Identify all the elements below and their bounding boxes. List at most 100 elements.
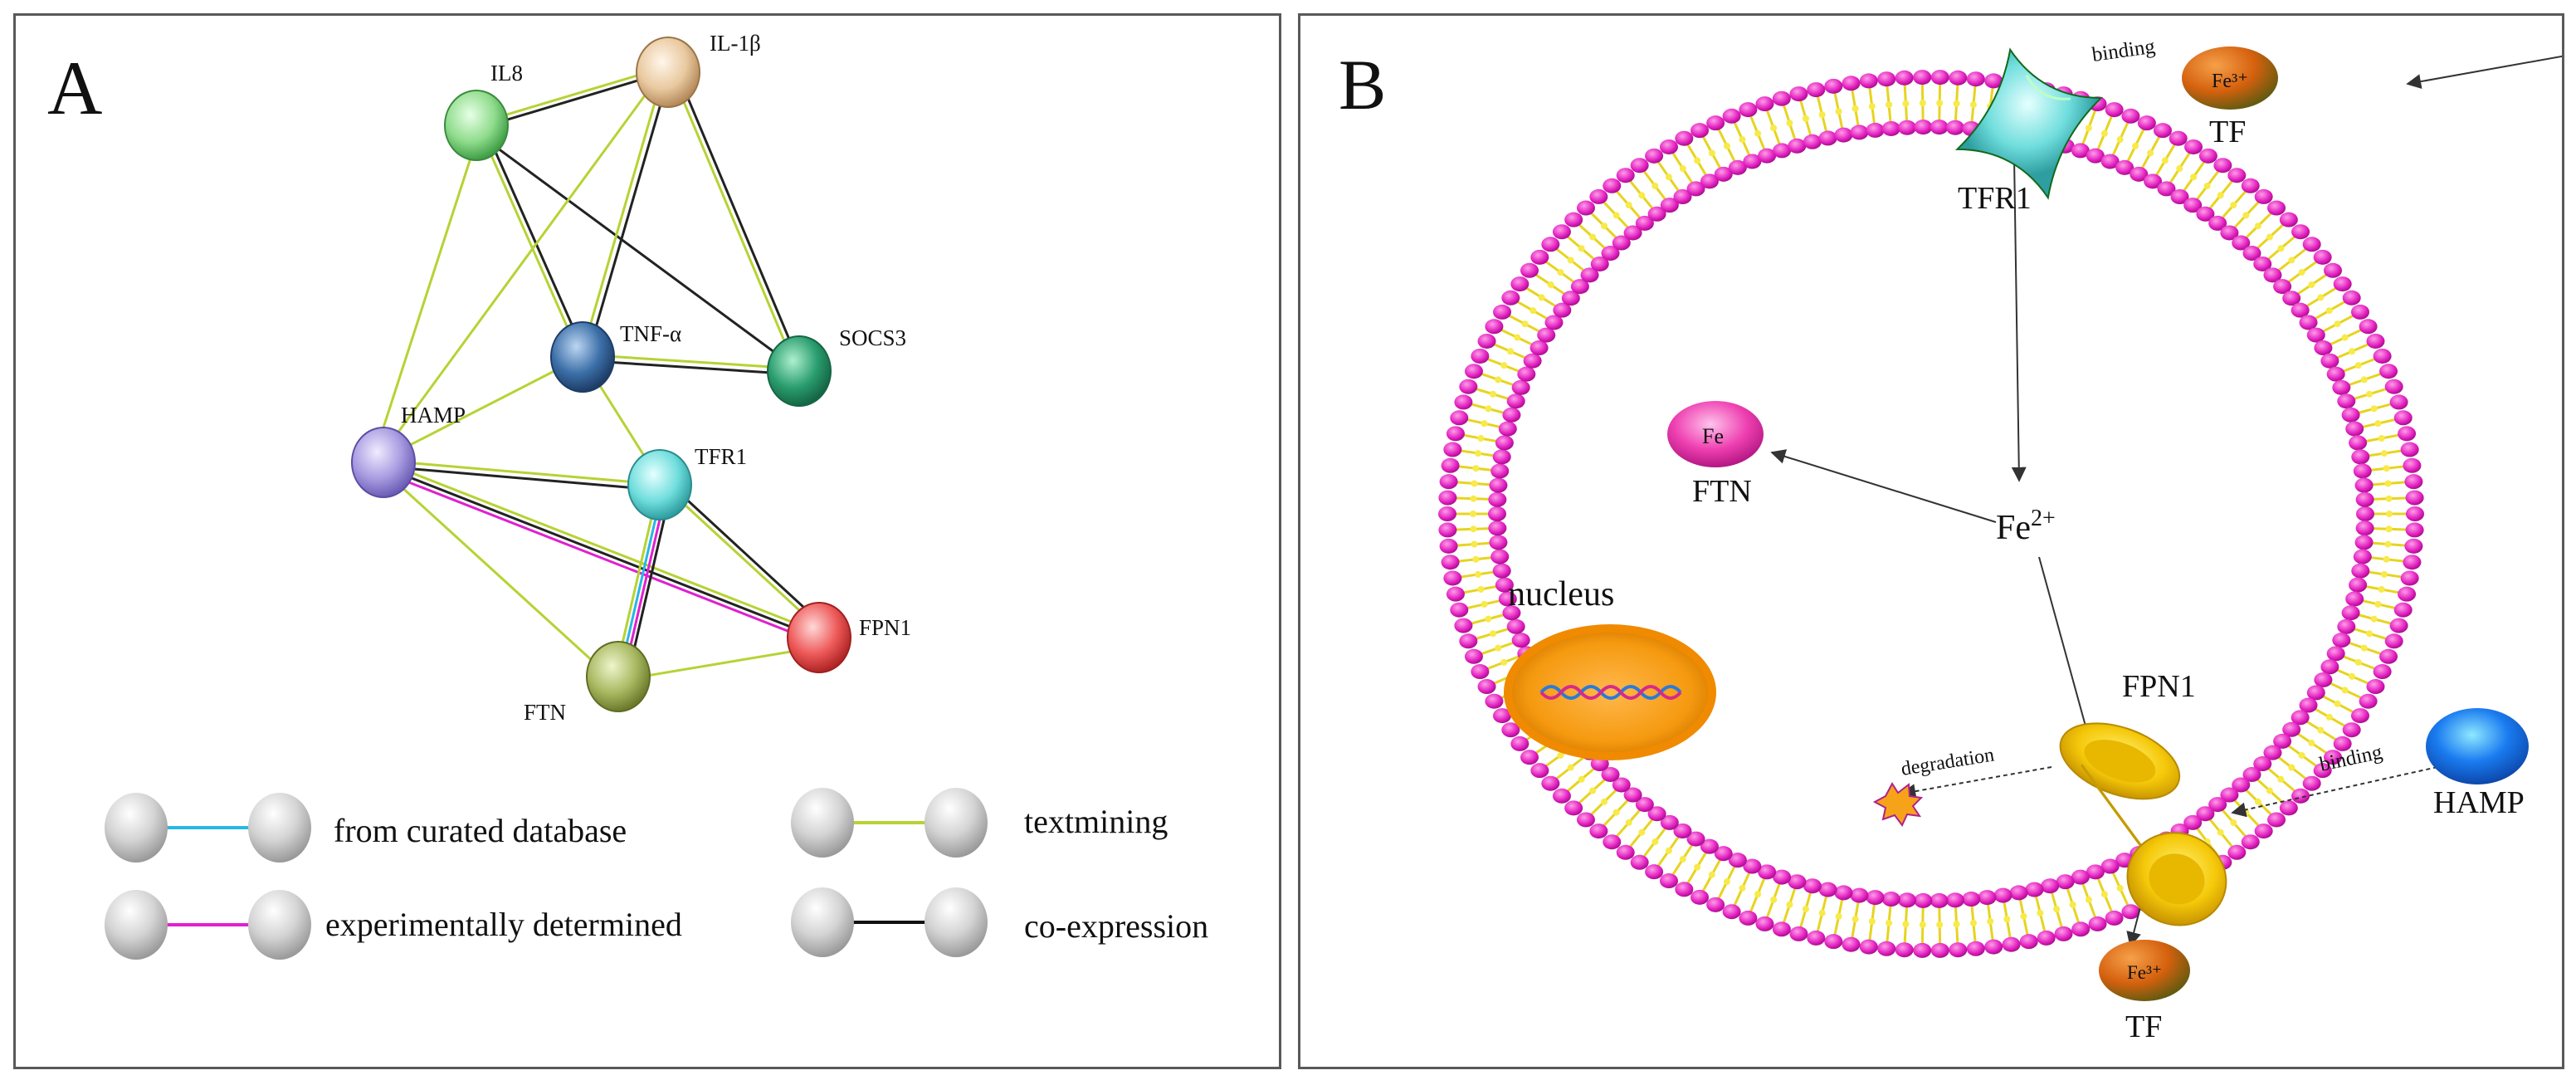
- lipid-head: [2302, 775, 2321, 791]
- lipid-head: [1755, 916, 1774, 931]
- lipid-head: [2354, 477, 2374, 493]
- lipid-tail-joint: [1485, 615, 1492, 623]
- legend-label-curated: from curated database: [334, 812, 627, 849]
- lipid-head: [1443, 442, 1462, 457]
- lipid-head: [2393, 602, 2413, 618]
- lipid-head: [1659, 139, 1678, 154]
- lipid-tail-joint: [1589, 787, 1597, 794]
- network-nodes: [351, 37, 851, 712]
- lipid-tail-joint: [2266, 233, 2273, 241]
- lipid-head: [2254, 188, 2273, 204]
- lipid-head: [1561, 291, 1580, 306]
- lipid-head: [1842, 936, 1861, 952]
- lipid-head: [1660, 198, 1679, 213]
- lipid-head: [1930, 70, 1949, 86]
- lipid-head: [2373, 664, 2392, 680]
- lipid-head: [2355, 491, 2374, 507]
- lipid-tail-joint: [1936, 100, 1944, 107]
- lipid-tail-joint: [1471, 480, 1478, 487]
- lipid-head: [2184, 139, 2203, 154]
- lipid-head: [2130, 166, 2149, 182]
- lipid-head: [1850, 887, 1869, 903]
- lipid-head: [2198, 148, 2217, 164]
- lipid-tail-joint: [2385, 495, 2393, 502]
- node-il8: [444, 90, 509, 161]
- lipid-head: [1501, 722, 1520, 738]
- lipid-head: [1914, 120, 1933, 135]
- lipid-head: [2405, 522, 2424, 538]
- lipid-head: [1635, 797, 1654, 813]
- lipid-tail-joint: [2116, 884, 2124, 892]
- lipid-head: [1520, 262, 1539, 278]
- lipid-tail-joint: [1651, 838, 1659, 846]
- lipid-head: [2302, 237, 2321, 252]
- lipid-head: [1647, 806, 1666, 822]
- lipid-head: [2350, 708, 2369, 724]
- lipid-tail-joint: [2378, 585, 2385, 593]
- lipid-head: [1530, 763, 1549, 779]
- lipid-head: [2071, 143, 2090, 159]
- lipid-head: [1616, 844, 1635, 860]
- lipid-head: [2100, 154, 2120, 169]
- legend: from curated database experimentally det…: [105, 788, 1208, 960]
- lipid-head: [1623, 225, 1642, 241]
- lipid-head: [2405, 490, 2424, 506]
- lipid-head: [2253, 256, 2272, 271]
- lipid-head: [2241, 178, 2260, 193]
- lipid-head: [2326, 366, 2345, 382]
- lipid-head: [1612, 777, 1631, 793]
- lipid-head: [2121, 108, 2140, 124]
- lipid-head: [1842, 76, 1861, 91]
- lipid-tail-joint: [1557, 751, 1564, 759]
- hamp-molecule: [2426, 708, 2529, 784]
- lipid-head: [2337, 618, 2356, 634]
- lipid-head: [2121, 904, 2140, 920]
- lipid-head: [1895, 942, 1914, 958]
- lipid-tail-joint: [2308, 281, 2315, 289]
- lipid-head: [2056, 874, 2075, 890]
- lipid-head: [1438, 506, 1456, 521]
- lipid-head: [2019, 934, 2038, 950]
- lipid-tail-joint: [2366, 390, 2374, 398]
- lipid-head: [2086, 864, 2105, 880]
- legend-item-curated: from curated database: [105, 793, 627, 863]
- node-tfr1: [627, 449, 692, 521]
- lipid-head: [1755, 96, 1774, 112]
- lipid-head: [2384, 379, 2403, 394]
- lipid-head: [2359, 319, 2378, 335]
- lipid-head: [2359, 693, 2378, 709]
- lipid-head: [2220, 787, 2239, 803]
- lipid-tail-joint: [2380, 450, 2388, 457]
- lipid-head: [1743, 154, 1762, 169]
- lipid-head: [2314, 340, 2333, 356]
- lipid-head: [1743, 858, 1762, 874]
- node-tnfa: [550, 321, 615, 393]
- lipid-head: [2379, 364, 2398, 379]
- lipid-head: [1739, 910, 1758, 926]
- node-il1b: [636, 37, 700, 108]
- lipid-head: [1450, 602, 1469, 618]
- lipid-head: [1498, 421, 1517, 437]
- lipid-tail-joint: [1485, 405, 1492, 413]
- lipid-head: [1714, 166, 1733, 182]
- lipid-tail-joint: [1601, 222, 1608, 230]
- lipid-head: [1564, 800, 1583, 816]
- lipid-head: [1492, 449, 1511, 465]
- lipid-head: [2299, 697, 2318, 713]
- lipid-head: [1506, 393, 1525, 409]
- node-label-il8: IL8: [490, 61, 523, 86]
- lipid-head: [1603, 178, 1622, 193]
- panel-a: A: [13, 13, 1281, 1069]
- lipid-head: [1490, 463, 1510, 479]
- lipid-head: [1824, 934, 1843, 950]
- lipid-tail-joint: [1852, 916, 1859, 923]
- cell-diagram: B Fe³⁺ TF binding TFR1 Fe: [1339, 36, 2562, 1044]
- lipid-head: [2220, 225, 2239, 241]
- lipid-head: [1493, 304, 1512, 320]
- lipid-tail-joint: [1694, 863, 1701, 871]
- lipid-tail-joint: [1786, 901, 1793, 908]
- lipid-head: [2332, 379, 2351, 395]
- lipid-tail-joint: [1708, 149, 1715, 157]
- lipid-tail-joint: [1770, 896, 1778, 903]
- lipid-tail-joint: [1679, 165, 1686, 173]
